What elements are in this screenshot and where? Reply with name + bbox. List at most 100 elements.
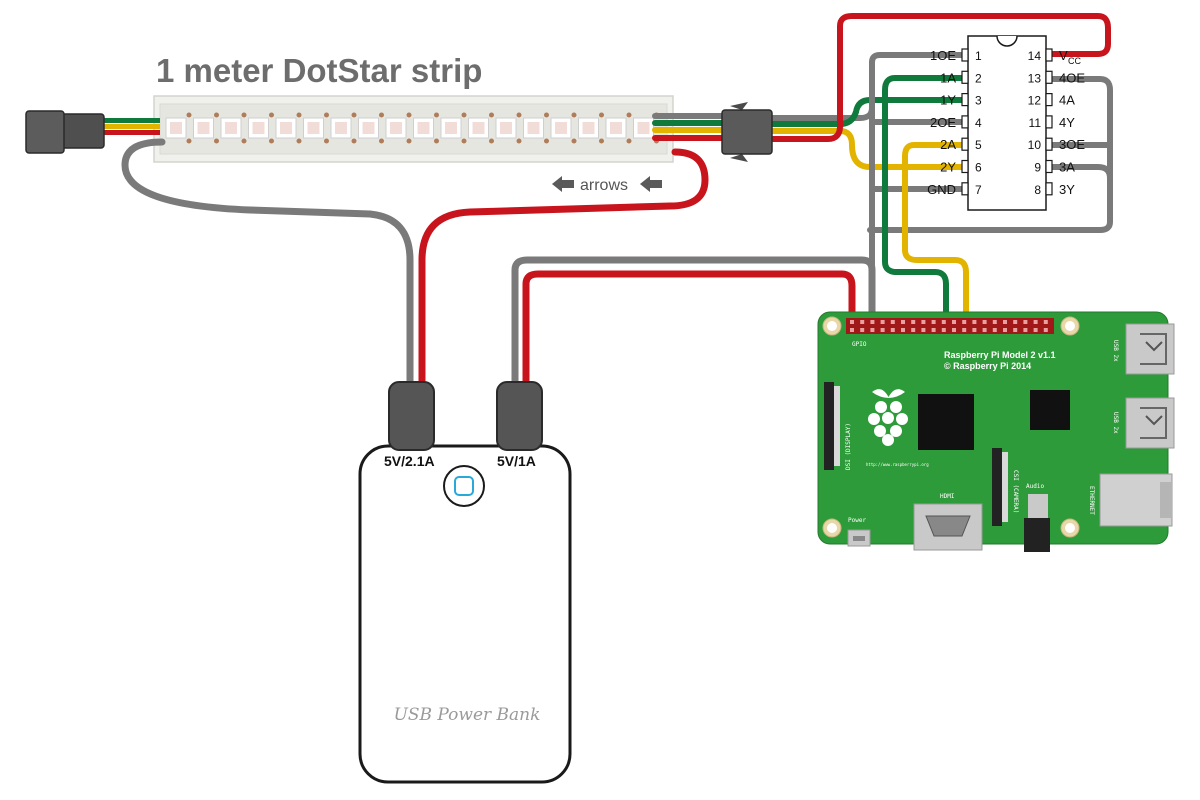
wire-pi-ground <box>511 256 876 394</box>
gpio-pin <box>962 320 967 324</box>
gpio-pin <box>941 328 946 332</box>
dotstar-strip <box>153 95 674 163</box>
chip-pin-number: 4 <box>975 116 982 130</box>
chip-pin-number: 12 <box>1028 94 1042 108</box>
gpio-pin <box>992 328 997 332</box>
gpio-pin <box>1043 328 1048 332</box>
wire-green-to-pi <box>882 75 965 333</box>
chip-pin-number: 3 <box>975 94 982 108</box>
gpio-pin <box>870 320 875 324</box>
wire-conn-green <box>767 97 965 127</box>
gpio-pin <box>982 320 987 324</box>
gpio-pin <box>1013 320 1018 324</box>
gpio-header <box>846 318 1054 334</box>
gpio-pin <box>972 320 977 324</box>
chip-pin-name: 2Y <box>940 160 956 175</box>
chip-pin-number: 11 <box>1029 116 1042 130</box>
gpio-pin <box>1023 328 1028 332</box>
led-pixel <box>468 112 494 144</box>
led-pixel <box>385 112 412 144</box>
gpio-pin <box>890 320 895 324</box>
pi-model-line2: © Raspberry Pi 2014 <box>944 361 1031 371</box>
raspberry-pi-board: GPIO Raspberry Pi Model 2 v1.1 © Raspber… <box>817 311 1175 552</box>
chip-pin-name: 2OE <box>930 115 956 130</box>
port-right-label: 5V/1A <box>497 453 536 469</box>
gpio-pin <box>880 320 885 324</box>
wire-conn-yellow <box>767 128 965 170</box>
gpio-pin <box>962 328 967 332</box>
hdmi-port <box>913 503 983 551</box>
chip-pin-number: 5 <box>975 138 982 152</box>
gpio-pin <box>1013 328 1018 332</box>
power-bank-name: USB Power Bank <box>394 705 541 725</box>
pi-model-line1: Raspberry Pi Model 2 v1.1 <box>944 350 1056 360</box>
lan-chip <box>1030 390 1070 430</box>
ethernet-port <box>1099 473 1173 527</box>
gpio-label: GPIO <box>852 341 867 348</box>
wire-pi-power <box>522 270 856 394</box>
usb-port-2 <box>1125 397 1175 449</box>
strip-title: 1 meter DotStar strip <box>156 52 482 89</box>
port-left-label: 5V/2.1A <box>384 453 435 469</box>
wire-conn-gray <box>767 52 965 121</box>
soc-chip <box>918 394 974 450</box>
gpio-pin <box>941 320 946 324</box>
gpio-pin <box>1043 320 1048 324</box>
chip-pin-subscript: CC <box>1068 56 1081 66</box>
led-pixel <box>358 112 384 144</box>
wire-right-gray <box>867 76 1113 233</box>
gpio-pin <box>860 320 865 324</box>
led-pixel <box>220 112 247 144</box>
gpio-pin <box>911 328 916 332</box>
plug-right <box>496 381 543 451</box>
chip-pin-name: 2A <box>940 137 956 152</box>
hdmi-label: HDMI <box>940 493 955 500</box>
wire-strip-ground <box>121 138 414 394</box>
gpio-pin <box>850 320 854 324</box>
chip-pin-right: 13 4OE <box>1028 70 1086 85</box>
led-pixel <box>550 112 577 144</box>
gpio-pin <box>952 320 956 324</box>
led-pixel <box>303 112 329 144</box>
led-pixel <box>495 112 522 144</box>
arrow-left-icon-1 <box>552 176 574 192</box>
pi-url-label: http://www.raspberrypi.org <box>866 462 929 467</box>
chip-pin-name: 4OE <box>1059 70 1085 85</box>
plug-left <box>388 381 435 451</box>
direction-arrows: arrows <box>552 176 662 194</box>
led-pixel <box>165 112 192 144</box>
audio-label: Audio <box>1026 483 1044 490</box>
led-pixel <box>633 112 659 144</box>
chip-pin-number: 10 <box>1028 138 1042 152</box>
gpio-pin <box>952 328 956 332</box>
chip-pin-number: 13 <box>1028 71 1042 85</box>
led-pixel <box>330 112 357 144</box>
chip-pin-name: GND <box>927 182 956 197</box>
gpio-pin <box>931 328 936 332</box>
gpio-pin <box>901 320 905 324</box>
gpio-pin <box>870 328 875 332</box>
chip-pin-name: 4A <box>1059 93 1075 108</box>
usb-power-bank: 5V/2.1A 5V/1A USB Power Bank <box>358 381 572 784</box>
power-bank-button[interactable] <box>443 465 485 507</box>
gpio-pin <box>860 328 865 332</box>
led-pixel <box>275 112 302 144</box>
chip-pin-name: V <box>1059 48 1068 63</box>
chip-pin-number: 9 <box>1034 161 1041 175</box>
led-pixel <box>248 112 274 144</box>
audio-jack <box>1024 494 1050 552</box>
ethernet-label: ETHERNET <box>1088 486 1095 515</box>
gpio-pin <box>911 320 916 324</box>
wire-yellow-to-pi <box>902 142 969 333</box>
strip-output-connector <box>721 102 773 162</box>
